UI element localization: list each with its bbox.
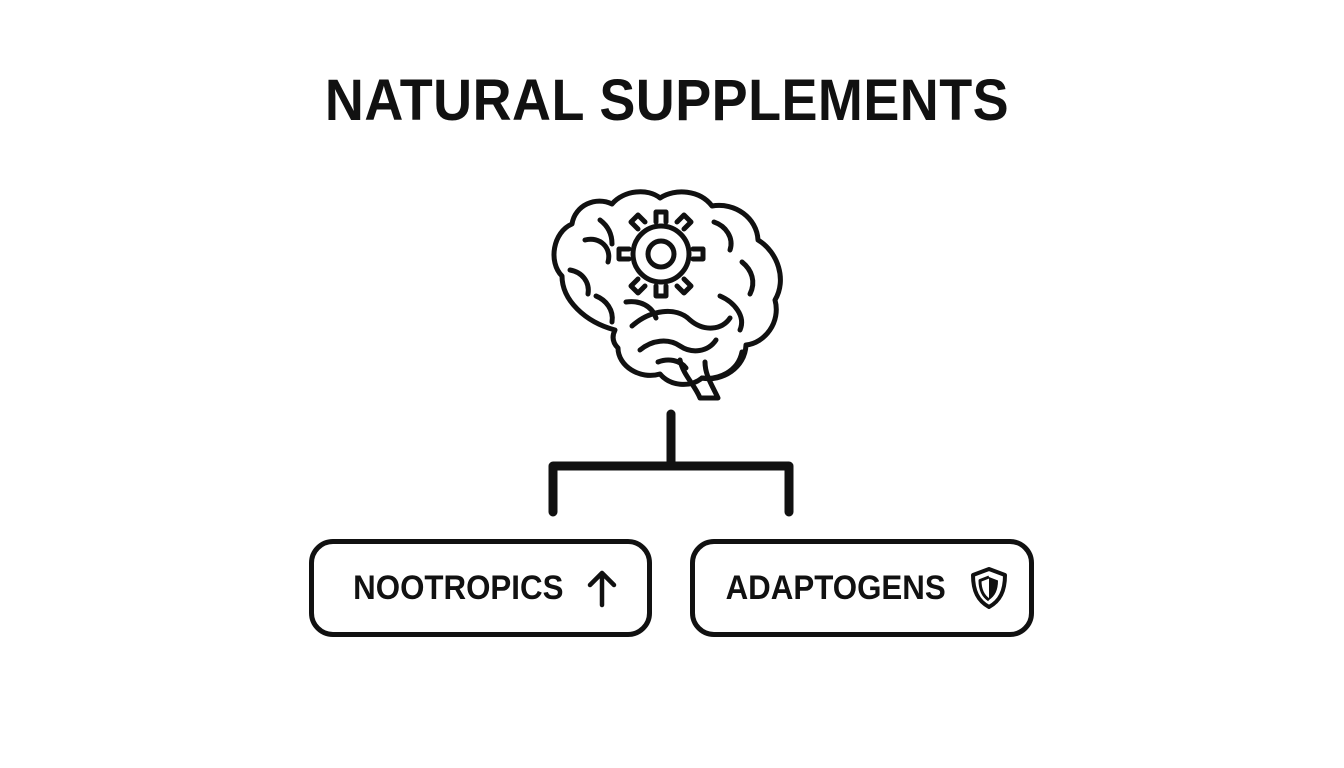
brain-fold [717, 293, 744, 333]
brain-stem [677, 357, 721, 401]
brain-fold [739, 259, 756, 297]
nootropics-node: NOOTROPICS [309, 539, 652, 637]
brain-with-gear-icon [551, 189, 783, 401]
adaptogens-node: ADAPTOGENS [690, 539, 1034, 637]
connector-lines [548, 409, 794, 517]
brain-fold [637, 337, 719, 354]
nootropics-label: NOOTROPICS [353, 568, 564, 607]
gear-icon [616, 209, 706, 299]
brain-fold [629, 308, 733, 331]
cerebellum [699, 349, 745, 381]
brain-fold [582, 236, 612, 265]
brain-fold [623, 299, 659, 321]
adaptogens-label: ADAPTOGENS [725, 568, 947, 607]
shield-icon [970, 566, 1008, 610]
brain-fold [655, 357, 689, 371]
connector-branch [548, 461, 794, 517]
page-title: NATURAL SUPPLEMENTS [324, 68, 1010, 133]
arrow-up-icon [587, 568, 617, 608]
brain-fold [593, 293, 615, 325]
brain-outline [551, 189, 783, 387]
brain-fold [597, 217, 615, 247]
brain-fold [711, 219, 734, 253]
brain-fold [567, 267, 591, 297]
